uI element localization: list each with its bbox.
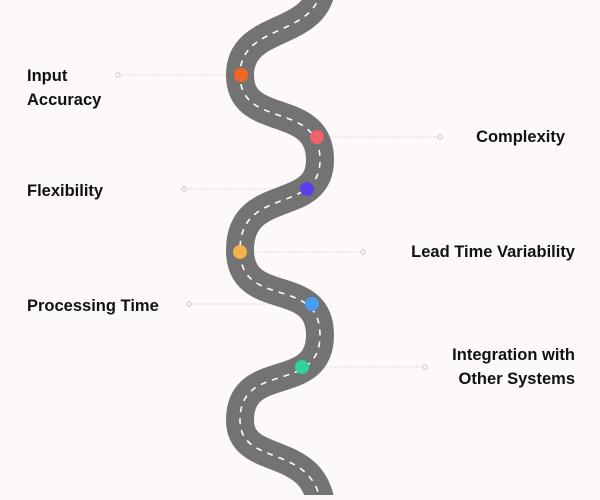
connector-end-dot-flexibility bbox=[181, 186, 187, 192]
label-integration-with-other-systems: Integration with Other Systems bbox=[452, 343, 575, 391]
road-surface bbox=[225, 0, 335, 500]
connector-lines bbox=[115, 72, 443, 370]
label-line: Other Systems bbox=[458, 370, 575, 388]
label-line: Complexity bbox=[476, 128, 565, 146]
milestone-dot-processing-time bbox=[305, 297, 319, 311]
milestone-dot-flexibility bbox=[300, 182, 314, 196]
connector-end-dot-input-accuracy bbox=[115, 72, 121, 78]
label-line: Integration with bbox=[452, 346, 575, 364]
milestone-dot-integration-with-other-systems bbox=[295, 360, 309, 374]
connector-end-dot-complexity bbox=[437, 134, 443, 140]
label-line: Input bbox=[27, 67, 68, 85]
connector-end-dot-processing-time bbox=[186, 301, 192, 307]
milestone-dots bbox=[233, 68, 324, 374]
connector-end-dot-lead-time-variability bbox=[360, 249, 366, 255]
label-line: Processing Time bbox=[27, 297, 159, 315]
label-input-accuracy: Input Accuracy bbox=[27, 64, 101, 112]
label-line: Accuracy bbox=[27, 91, 102, 109]
milestone-dot-input-accuracy bbox=[234, 68, 248, 82]
label-lead-time-variability: Lead Time Variability bbox=[411, 240, 575, 264]
milestone-dot-lead-time-variability bbox=[233, 245, 247, 259]
milestone-dot-complexity bbox=[310, 130, 324, 144]
label-flexibility: Flexibility bbox=[27, 179, 103, 203]
connector-end-dot-integration-with-other-systems bbox=[422, 364, 428, 370]
label-line: Flexibility bbox=[27, 182, 104, 200]
label-line: Lead Time Variability bbox=[411, 243, 575, 261]
label-complexity: Complexity bbox=[476, 125, 565, 149]
label-processing-time: Processing Time bbox=[27, 294, 159, 318]
